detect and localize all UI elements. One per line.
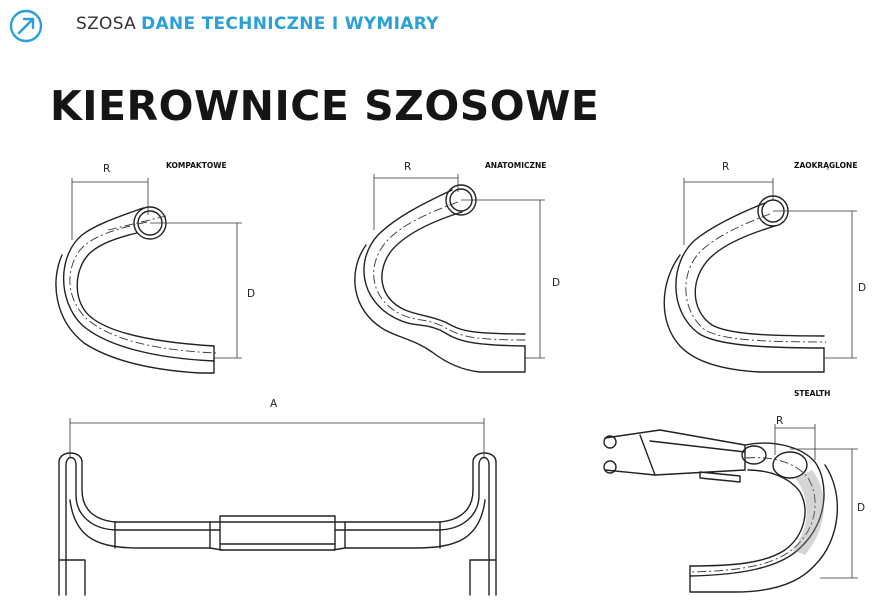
compact-reach-label: R bbox=[103, 163, 110, 175]
stealth-drop-label: D bbox=[857, 502, 865, 514]
front-width-label: A bbox=[270, 398, 278, 410]
page-title: KIEROWNICE SZOSOWE bbox=[50, 82, 600, 130]
round-caption: ZAOKRĄGLONE bbox=[794, 161, 857, 170]
anatomic-drop-label: D bbox=[552, 277, 560, 289]
stealth-caption: STEALTH bbox=[794, 389, 830, 398]
compact-drop-label: D bbox=[247, 288, 255, 300]
stealth-handlebar-diagram: R D STEALTH bbox=[603, 389, 865, 593]
circle-arrow-logo-icon bbox=[9, 9, 43, 43]
compact-handlebar-diagram: R D KOMPAKTOWE bbox=[55, 161, 255, 374]
compact-caption: KOMPAKTOWE bbox=[166, 161, 227, 170]
round-handlebar-diagram: R D ZAOKRĄGLONE bbox=[663, 161, 866, 373]
breadcrumb-category[interactable]: SZOSA bbox=[76, 14, 137, 34]
round-reach-label: R bbox=[722, 161, 729, 173]
anatomic-handlebar-diagram: R D ANATOMICZNE bbox=[354, 161, 560, 373]
anatomic-reach-label: R bbox=[404, 161, 411, 173]
breadcrumb-section[interactable]: DANE TECHNICZNE I WYMIARY bbox=[141, 14, 439, 34]
anatomic-caption: ANATOMICZNE bbox=[485, 161, 546, 170]
front-view-handlebar-diagram: A bbox=[58, 398, 497, 596]
stealth-reach-label: R bbox=[776, 415, 783, 427]
round-drop-label: D bbox=[858, 282, 866, 294]
